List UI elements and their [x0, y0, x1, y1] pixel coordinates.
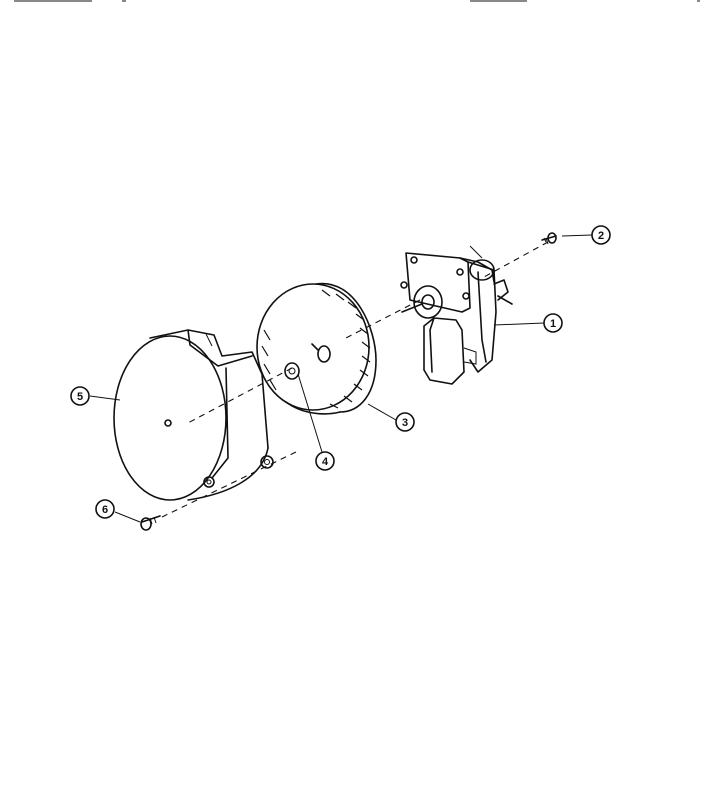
callout-1-label: 1: [550, 318, 556, 330]
callout-6-label: 6: [102, 504, 108, 516]
callout-3-label: 3: [402, 417, 408, 429]
screw-upper: [541, 232, 557, 245]
hub: [284, 362, 300, 380]
callout-1: 1: [543, 313, 563, 333]
blower-wheel: [256, 282, 377, 415]
callout-3: 3: [395, 412, 415, 432]
screw-lower: [140, 515, 161, 531]
leader-lines: [89, 234, 593, 523]
callout-2: 2: [591, 225, 611, 245]
callout-6: 6: [95, 499, 115, 519]
callout-4: 4: [315, 451, 335, 471]
callout-5: 5: [70, 386, 90, 406]
callout-4-label: 4: [322, 456, 329, 468]
callout-2-label: 2: [598, 230, 604, 242]
motor: [400, 245, 513, 385]
blower-housing: [113, 329, 274, 501]
callout-5-label: 5: [77, 391, 83, 403]
